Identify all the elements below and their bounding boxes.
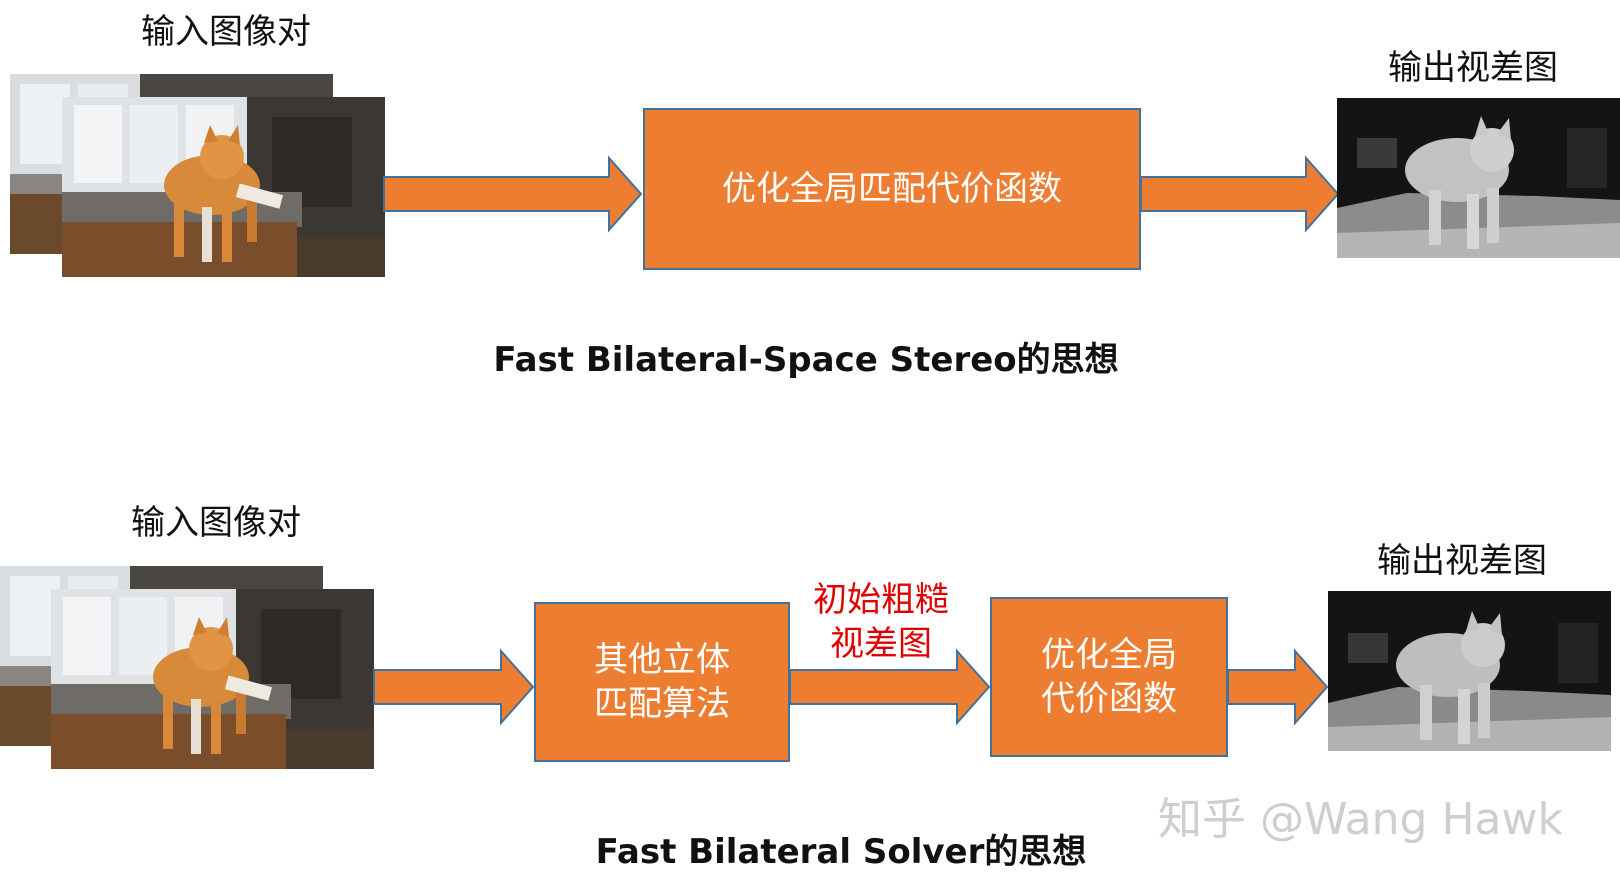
top-input-image-right: [62, 97, 385, 277]
bottom-box1-line1: 其他立体: [594, 638, 730, 682]
bottom-arrow-input-to-box1: [374, 650, 534, 724]
bottom-box2-line2: 代价函数: [1041, 677, 1177, 721]
top-input-label: 输入图像对: [141, 12, 311, 52]
bottom-box-optimize: 优化全局 代价函数: [990, 597, 1228, 757]
bottom-input-image-right: [51, 589, 374, 769]
top-output-label: 输出视差图: [1388, 48, 1558, 88]
top-arrow-process-to-output: [1141, 157, 1339, 231]
top-output-disparity-map: [1337, 98, 1620, 258]
top-process-box: 优化全局匹配代价函数: [643, 108, 1141, 270]
top-caption: Fast Bilateral-Space Stereo的思想: [0, 340, 1616, 380]
top-arrow-input-to-process: [384, 157, 642, 231]
bottom-note-line1: 初始粗糙: [786, 578, 976, 622]
bottom-output-label: 输出视差图: [1377, 541, 1547, 581]
bottom-arrow-box1-to-box2: [790, 650, 990, 724]
bottom-box-other-stereo: 其他立体 匹配算法: [534, 602, 790, 762]
bottom-box1-line2: 匹配算法: [594, 682, 730, 726]
bottom-box2-line1: 优化全局: [1041, 633, 1177, 677]
bottom-arrow-box2-to-output: [1228, 650, 1328, 724]
watermark: 知乎 @Wang Hawk: [1158, 795, 1563, 845]
bottom-input-label: 输入图像对: [131, 503, 301, 543]
bottom-output-disparity-map: [1328, 591, 1611, 751]
